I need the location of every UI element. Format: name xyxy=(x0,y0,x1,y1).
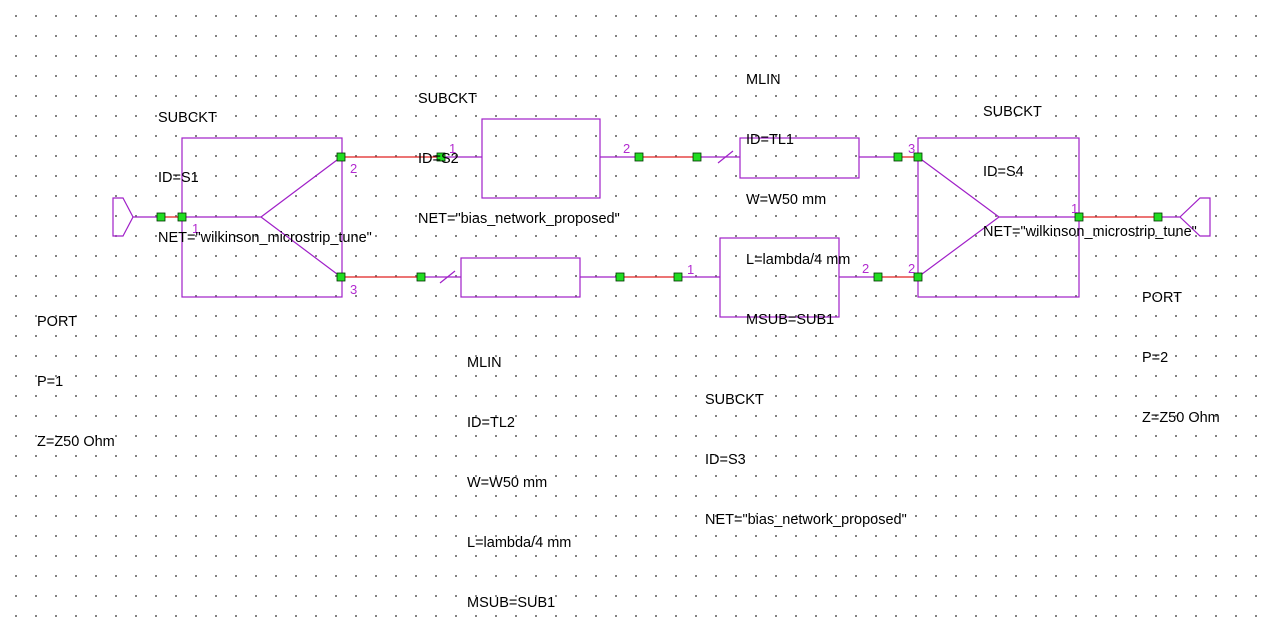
s4-type: SUBCKT xyxy=(983,104,1042,120)
port1-number: P=1 xyxy=(37,374,64,390)
port1-type: PORT xyxy=(37,314,78,330)
port1-symbol[interactable] xyxy=(112,197,161,237)
tl2-slash xyxy=(439,270,456,284)
tl1-block[interactable] xyxy=(739,137,860,179)
node-s1-pin2[interactable] xyxy=(336,152,346,162)
s3-id: ID=S3 xyxy=(705,452,746,468)
s1-label[interactable]: SUBCKT ID=S1 NET="wilkinson_microstrip_t… xyxy=(158,68,372,268)
s1-pin2-number: 2 xyxy=(350,161,358,176)
s4-id: ID=S4 xyxy=(983,164,1024,180)
tl2-id: ID=TL2 xyxy=(467,415,515,431)
node-s1-pin1[interactable] xyxy=(177,212,187,222)
s3-pin2-number: 2 xyxy=(862,261,870,276)
s4-pin1-number: 1 xyxy=(1071,201,1079,216)
tl1-length: L=lambda/4 mm xyxy=(746,252,851,268)
s1-pin1-number: 1 xyxy=(192,221,200,236)
node-s1-pin3[interactable] xyxy=(336,272,346,282)
tl1-type: MLIN xyxy=(746,72,781,88)
tl1-slash xyxy=(717,150,734,164)
node-tl2-out[interactable] xyxy=(615,272,625,282)
schematic-canvas xyxy=(112,118,1211,318)
tl2-length: L=lambda/4 mm xyxy=(467,535,572,551)
tl2-substrate: MSUB=SUB1 xyxy=(467,595,556,611)
port1-impedance: Z=Z50 Ohm xyxy=(37,434,115,450)
port2-label[interactable]: PORT P=2 Z=Z50 Ohm xyxy=(1142,248,1220,448)
node-port1[interactable] xyxy=(156,212,166,222)
tl2-label[interactable]: MLIN ID=TL2 W=W50 mm L=lambda/4 mm MSUB=… xyxy=(467,313,571,633)
s4-label[interactable]: SUBCKT ID=S4 NET="wilkinson_microstrip_t… xyxy=(983,62,1197,262)
s2-type: SUBCKT xyxy=(418,91,477,107)
s2-pin2-number: 2 xyxy=(623,141,631,156)
s1-pin3-number: 3 xyxy=(350,282,358,297)
port2-impedance: Z=Z50 Ohm xyxy=(1142,410,1220,426)
node-s3-pin2[interactable] xyxy=(873,272,883,282)
node-s4-pin3[interactable] xyxy=(913,152,923,162)
node-s2-pin2[interactable] xyxy=(634,152,644,162)
s1-type: SUBCKT xyxy=(158,110,217,126)
tl1-label[interactable]: MLIN ID=TL1 W=W50 mm L=lambda/4 mm MSUB=… xyxy=(746,30,850,350)
s4-pin3-number: 3 xyxy=(908,141,916,156)
s4-net: NET="wilkinson_microstrip_tune" xyxy=(983,224,1197,240)
node-s2-pin1[interactable] xyxy=(436,152,446,162)
s1-id: ID=S1 xyxy=(158,170,199,186)
port2-type: PORT xyxy=(1142,290,1183,306)
s2-label[interactable]: SUBCKT ID=S2 NET="bias_network_proposed" xyxy=(418,49,620,249)
tl1-substrate: MSUB=SUB1 xyxy=(746,312,835,328)
s2-pin1-number: 1 xyxy=(449,141,457,156)
s1-net: NET="wilkinson_microstrip_tune" xyxy=(158,230,372,246)
node-s4-pin1[interactable] xyxy=(1074,212,1084,222)
s2-block[interactable] xyxy=(481,118,601,199)
node-tl1-out[interactable] xyxy=(893,152,903,162)
s2-id: ID=S2 xyxy=(418,151,459,167)
tl2-block[interactable] xyxy=(460,257,581,298)
node-s4-pin2[interactable] xyxy=(913,272,923,282)
s2-net: NET="bias_network_proposed" xyxy=(418,211,620,227)
port1-label[interactable]: PORT P=1 Z=Z50 Ohm xyxy=(37,272,115,472)
tl1-width: W=W50 mm xyxy=(746,192,827,208)
node-tl1-in[interactable] xyxy=(692,152,702,162)
s3-net: NET="bias_network_proposed" xyxy=(705,512,907,528)
tl1-id: ID=TL1 xyxy=(746,132,794,148)
node-tl2-in[interactable] xyxy=(416,272,426,282)
s3-type: SUBCKT xyxy=(705,392,764,408)
s4-pin2-number: 2 xyxy=(908,261,916,276)
node-s3-pin1[interactable] xyxy=(673,272,683,282)
s4-combiner-lines xyxy=(917,156,1079,278)
s1-splitter-lines xyxy=(182,156,342,278)
tl2-type: MLIN xyxy=(467,355,502,371)
node-port2[interactable] xyxy=(1153,212,1163,222)
s3-label[interactable]: SUBCKT ID=S3 NET="bias_network_proposed" xyxy=(705,350,907,550)
s3-pin1-number: 1 xyxy=(687,262,695,277)
tl2-width: W=W50 mm xyxy=(467,475,548,491)
port2-number: P=2 xyxy=(1142,350,1169,366)
